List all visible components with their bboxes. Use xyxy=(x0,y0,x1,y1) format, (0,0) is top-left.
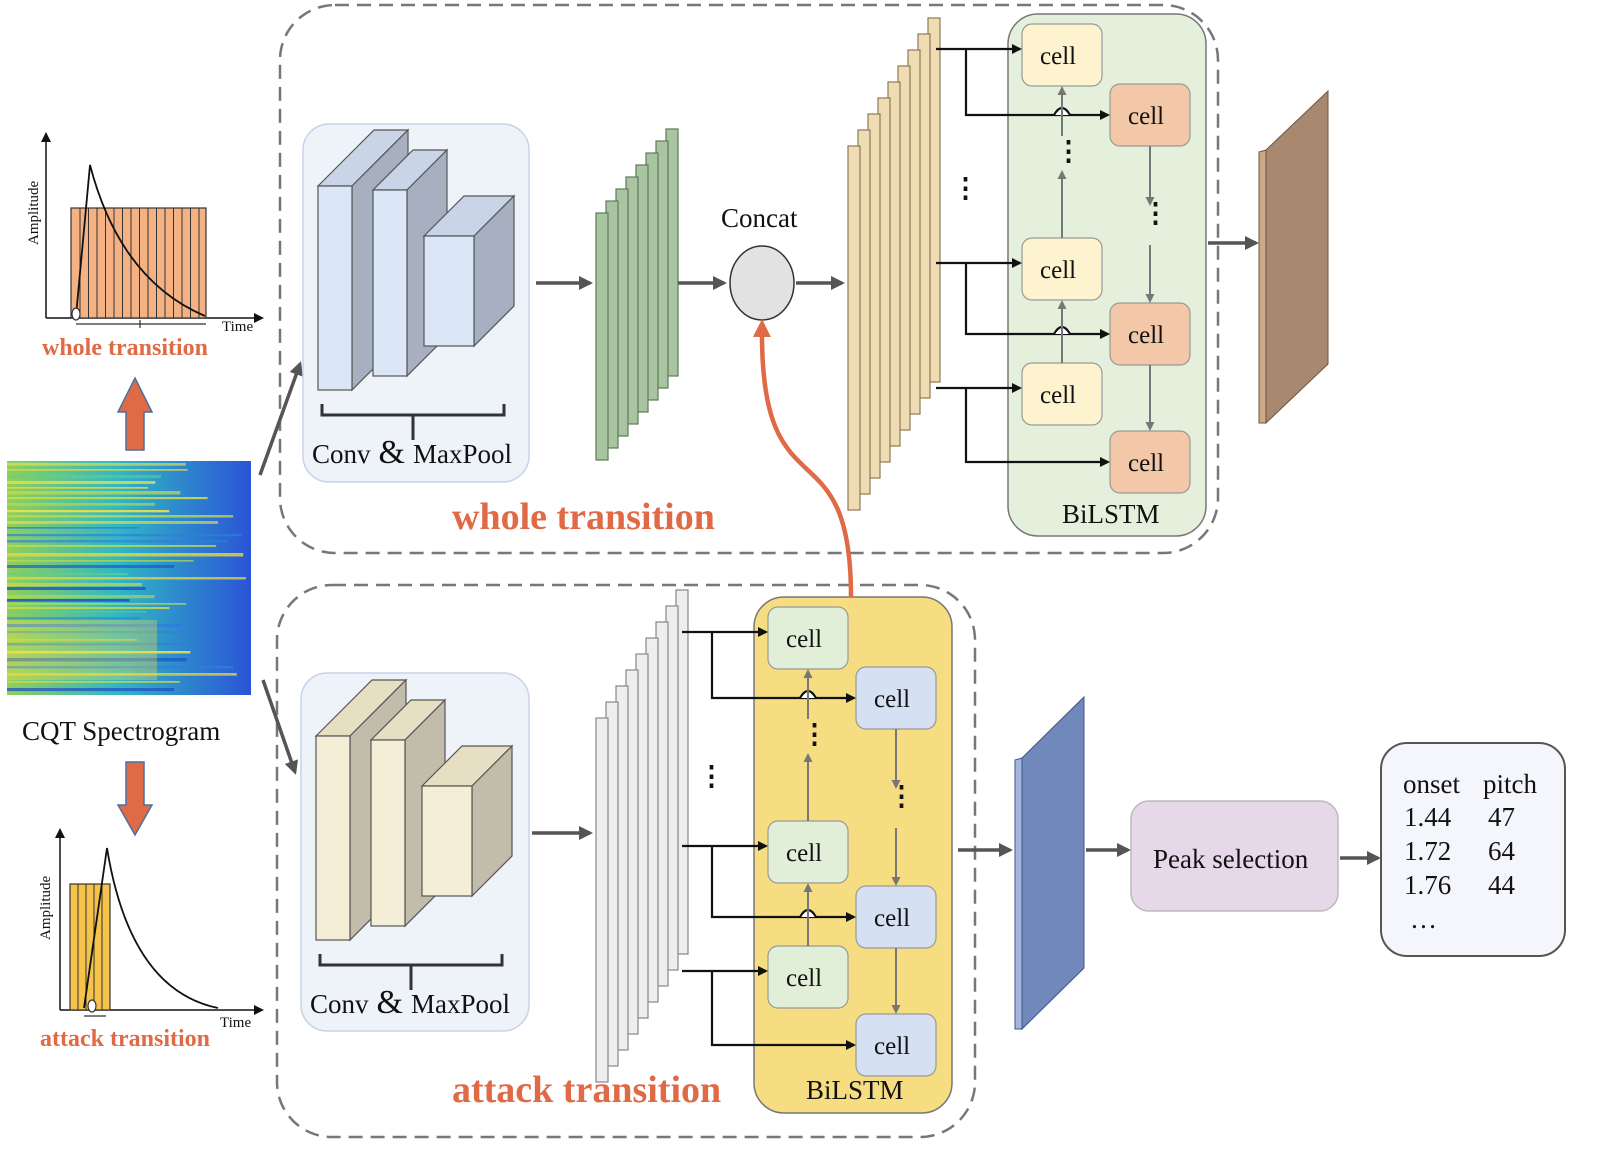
backward-cell-3: cell xyxy=(1109,430,1191,494)
backward-cell-2: cell xyxy=(1109,302,1191,366)
output-row-2-pitch: 64 xyxy=(1488,836,1516,866)
attack-transition-title: attack transition xyxy=(452,1069,721,1111)
forward-cell-2: cell xyxy=(1021,237,1103,301)
backward-cell-2: cell xyxy=(855,885,937,949)
cell-label: cell xyxy=(786,965,822,992)
amplitude-axis-label: Amplitude xyxy=(38,875,54,940)
feature-maps-tan xyxy=(847,17,941,511)
concat-node xyxy=(729,245,795,321)
cell-label: cell xyxy=(1040,382,1076,409)
output-row-3-pitch: 44 xyxy=(1488,870,1516,900)
cqt-spectrogram-label: CQT Spectrogram xyxy=(22,716,220,746)
arrow-to-whole-branch xyxy=(258,361,303,476)
dots-forward: ⋮ xyxy=(801,719,828,749)
cell-label: cell xyxy=(1128,450,1164,477)
cell-label: cell xyxy=(786,626,822,653)
red-down-arrow xyxy=(116,761,154,837)
whole-transition-title: whole transition xyxy=(452,496,715,538)
forward-cell-2: cell xyxy=(767,820,849,884)
forward-cell-3: cell xyxy=(767,945,849,1009)
backward-cell-1: cell xyxy=(855,666,937,730)
conv-label-top: Conv&MaxPool xyxy=(312,434,512,471)
cell-label: cell xyxy=(1128,322,1164,349)
output-header-onset: onset xyxy=(1403,769,1460,799)
whole-transition-region xyxy=(278,3,1220,555)
cell-label: cell xyxy=(1040,257,1076,284)
backward-cell-1: cell xyxy=(1109,83,1191,147)
peak-selection-box xyxy=(1130,800,1339,912)
output-row-2-onset: 1.72 xyxy=(1404,836,1451,866)
whole-transition-caption: whole transition xyxy=(42,335,208,361)
cqt-spectrogram-image xyxy=(7,461,251,695)
output-feature-map-blue xyxy=(1014,695,1085,1031)
conv-block-top xyxy=(316,128,516,392)
bilstm-label-top: BiLSTM xyxy=(1062,499,1160,529)
red-up-arrow xyxy=(116,376,154,451)
whole-transition-plot: Amplitude Time whole transition xyxy=(26,132,264,361)
dots-backward: ⋮ xyxy=(1142,198,1169,228)
forward-cell-3: cell xyxy=(1021,362,1103,426)
attack-to-concat-arrow xyxy=(752,319,854,598)
feature-maps-gray xyxy=(595,589,689,1083)
output-row-1-onset: 1.44 xyxy=(1404,802,1452,832)
input-branch-arrow xyxy=(964,388,1110,467)
concat-label: Concat xyxy=(721,203,798,233)
peak-selection-label: Peak selection xyxy=(1153,844,1309,874)
dots-top-maps: ⋮ xyxy=(952,173,979,203)
attack-transition-caption: attack transition xyxy=(40,1026,210,1052)
time-axis-label: Time xyxy=(220,1015,251,1031)
dots-forward: ⋮ xyxy=(1055,136,1082,166)
amplitude-axis-label: Amplitude xyxy=(26,180,42,245)
output-header-pitch: pitch xyxy=(1483,769,1537,799)
forward-cell-1: cell xyxy=(767,606,849,670)
feature-maps-green xyxy=(595,128,679,461)
output-row-3-onset: 1.76 xyxy=(1404,870,1451,900)
cell-label: cell xyxy=(786,840,822,867)
dots-bottom-maps: ⋮ xyxy=(698,761,725,791)
cell-label: cell xyxy=(874,905,910,932)
output-row-1-pitch: 47 xyxy=(1488,802,1515,832)
input-branch-arrow xyxy=(710,971,856,1050)
cell-label: cell xyxy=(874,1033,910,1060)
dots-backward: ⋮ xyxy=(888,781,915,811)
conv-label-bottom: Conv&MaxPool xyxy=(310,984,510,1021)
arrow-to-attack-branch xyxy=(261,679,298,775)
conv-block-bottom xyxy=(314,678,514,942)
output-ellipsis: … xyxy=(1410,904,1437,934)
time-axis-label: Time xyxy=(222,319,253,335)
output-feature-map-brown xyxy=(1258,89,1329,425)
attack-transition-plot: Amplitude Time attack transition xyxy=(38,828,264,1052)
backward-cell-3: cell xyxy=(855,1013,937,1077)
output-table-box xyxy=(1380,742,1566,957)
cell-label: cell xyxy=(874,686,910,713)
cell-label: cell xyxy=(1128,103,1164,130)
forward-cell-1: cell xyxy=(1021,23,1103,87)
conv-bracket-top xyxy=(320,404,506,440)
bilstm-label-bottom: BiLSTM xyxy=(806,1075,904,1105)
conv-bracket-bottom xyxy=(318,954,504,990)
cell-label: cell xyxy=(1040,43,1076,70)
attack-transition-region xyxy=(275,583,977,1139)
